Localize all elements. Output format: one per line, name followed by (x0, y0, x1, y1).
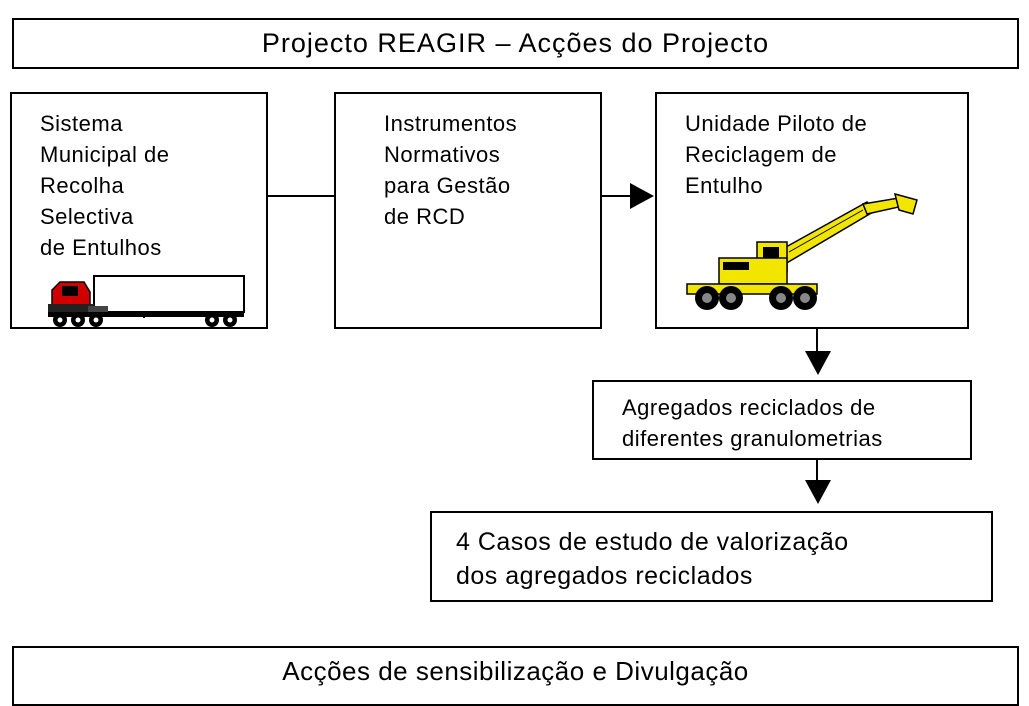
casos-line-2: dos agregados reciclados (456, 562, 753, 590)
box-agregados-reciclados: Agregados reciclados de diferentes granu… (592, 380, 972, 460)
instrumentos-line-3: para Gestão (384, 173, 511, 198)
arrow-down-icon (805, 480, 831, 504)
excavator-icon (686, 192, 918, 310)
casos-line-1: 4 Casos de estudo de valorização (456, 528, 849, 556)
sistema-line-1: Sistema (40, 111, 123, 136)
agregados-line-1: Agregados reciclados de (622, 395, 876, 420)
footer-text: Acções de sensibilização e Divulgação (282, 656, 749, 686)
arrow-right-icon (630, 183, 654, 209)
sistema-line-4: Selectiva (40, 204, 134, 229)
connector-agregados-casos (816, 460, 818, 482)
box-casos-estudo: 4 Casos de estudo de valorização dos agr… (430, 511, 993, 602)
sistema-line-2: Municipal de (40, 142, 170, 167)
sistema-line-3: Recolha (40, 173, 125, 198)
diagram-title: Projecto REAGIR – Acções do Projecto (261, 28, 770, 58)
instrumentos-line-1: Instrumentos (384, 111, 518, 136)
box-instrumentos-normativos: Instrumentos Normativos para Gestão de R… (334, 92, 602, 329)
sistema-line-5: de Entulhos (40, 235, 162, 260)
title-box: Projecto REAGIR – Acções do Projecto (12, 18, 1019, 69)
truck-icon (48, 275, 245, 327)
unidade-line-2: Reciclagem de (685, 142, 838, 167)
connector-unidade-agregados (816, 329, 818, 353)
box-unidade-piloto: Unidade Piloto de Reciclagem de Entulho (655, 92, 969, 329)
arrow-down-icon (805, 351, 831, 375)
connector-sistema-instrumentos (268, 195, 335, 197)
unidade-line-1: Unidade Piloto de (685, 111, 868, 136)
instrumentos-line-2: Normativos (384, 142, 501, 167)
footer-box: Acções de sensibilização e Divulgação (12, 646, 1019, 706)
unidade-line-3: Entulho (685, 173, 764, 198)
agregados-line-2: diferentes granulometrias (622, 426, 883, 451)
connector-instrumentos-unidade (602, 195, 632, 197)
instrumentos-line-4: de RCD (384, 204, 466, 229)
box-sistema-municipal: Sistema Municipal de Recolha Selectiva d… (10, 92, 268, 329)
